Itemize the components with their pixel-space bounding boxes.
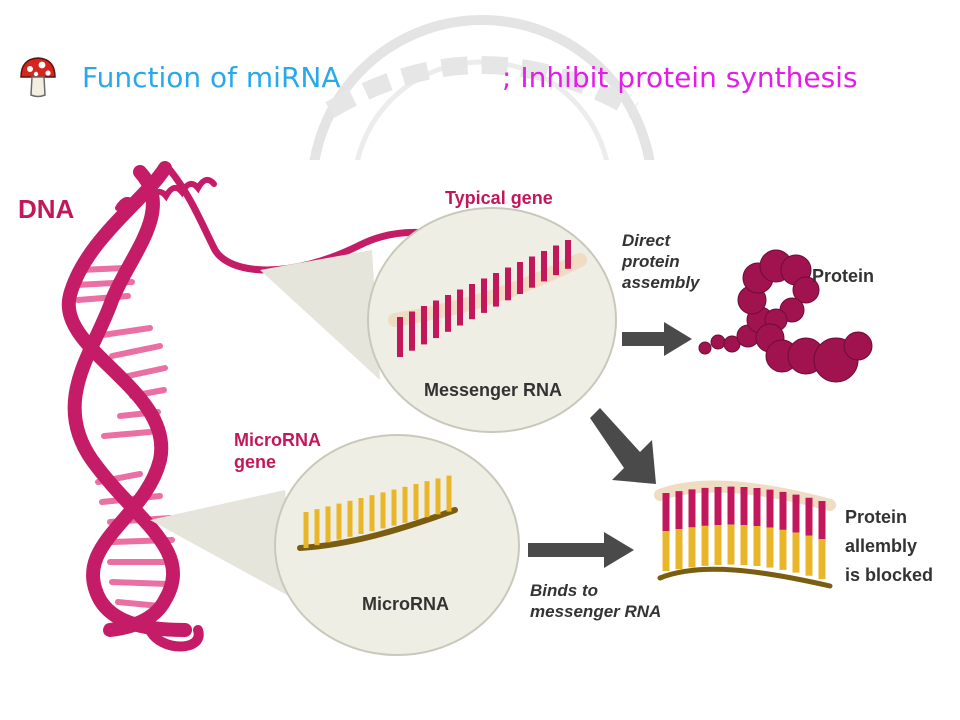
dna-coil [115, 176, 217, 211]
mirna-diagram: DNA Typical gene Direct protein assembly… [0, 160, 960, 660]
label-typical-gene: Typical gene [445, 188, 553, 208]
mushroom-icon [20, 57, 56, 98]
microrna-gene-bubble [150, 434, 520, 656]
blocked-complex [654, 480, 836, 589]
dna-rung [109, 579, 171, 587]
dna-rung [109, 343, 163, 359]
slide-title: Function of miRNA ; Inhibit protein synt… [0, 55, 960, 105]
bound-base-pairs [662, 486, 826, 579]
label-dna: DNA [18, 194, 75, 224]
diagram-labels: DNA Typical gene Direct protein assembly… [18, 188, 933, 621]
protein-bead [843, 331, 873, 361]
arrow-to-protein [622, 322, 692, 356]
protein-bead [698, 341, 712, 355]
label-protein-blocked: Protein allembly is blocked [845, 507, 933, 585]
dna-strand-a [61, 161, 192, 637]
label-microrna-gene: MicroRNA gene [234, 430, 325, 472]
protein-chain [698, 249, 873, 383]
label-direct-protein-assembly: Direct protein assembly [621, 231, 701, 292]
label-protein: Protein [812, 266, 874, 286]
dna-rung [101, 429, 153, 439]
title-sub-text: ; Inhibit protein synthesis [502, 61, 858, 94]
protein-bead [792, 276, 820, 304]
label-microrna: MicroRNA [362, 594, 449, 614]
arrows [528, 322, 692, 568]
title-main-text: Function of miRNA [82, 61, 341, 94]
arrow-to-blocked [590, 408, 656, 484]
label-binds-to: Binds to messenger RNA [530, 581, 661, 621]
dna-rung [93, 325, 153, 339]
protein-bead [710, 334, 726, 350]
dna-rung [125, 365, 168, 379]
label-messenger-rna: Messenger RNA [424, 380, 562, 400]
dna-strand-b [67, 165, 181, 637]
messenger-rna-strand [397, 240, 571, 357]
dna-end-loop [145, 625, 204, 652]
typical-gene-bubble [260, 207, 617, 433]
microrna-strand [303, 475, 452, 548]
arrow-binds [528, 532, 634, 568]
